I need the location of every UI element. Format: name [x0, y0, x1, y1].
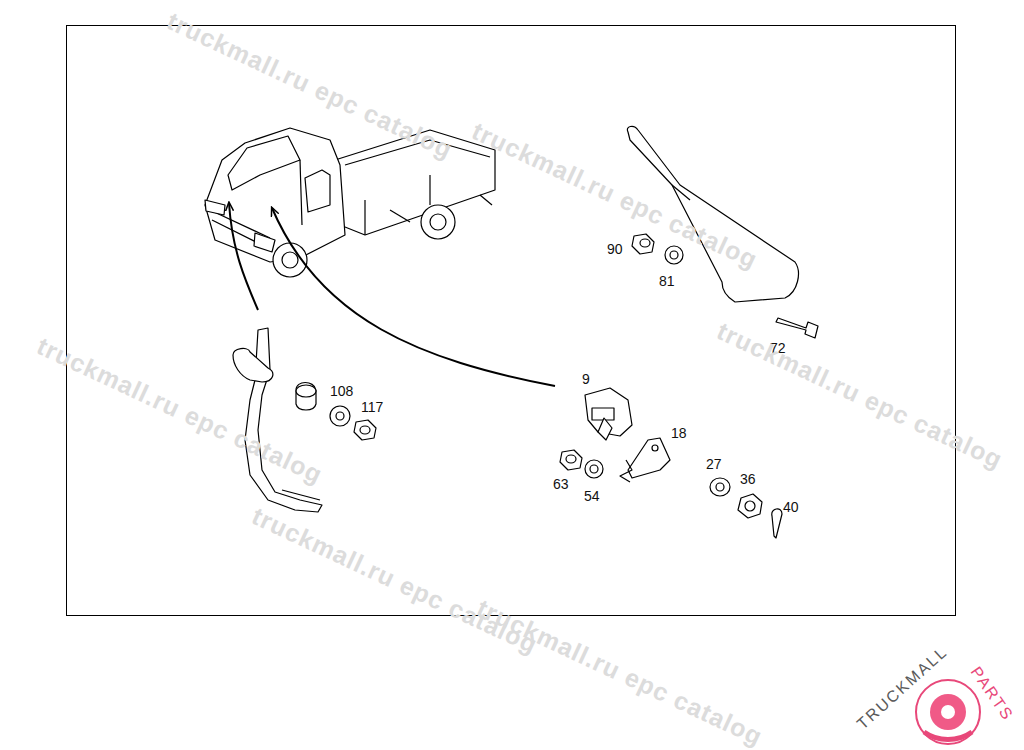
callout-number: 18 — [671, 426, 687, 440]
callout-number: 27 — [706, 457, 722, 471]
callout-number: 90 — [607, 242, 623, 256]
callout-number: 63 — [553, 477, 569, 491]
callout-number: 40 — [783, 500, 799, 514]
callout-number: 36 — [740, 472, 756, 486]
callout-number: 81 — [659, 274, 675, 288]
callout-number: 108 — [330, 384, 353, 398]
watermark: truckmall.ru epc catalog — [249, 503, 542, 657]
callout-number: 9 — [582, 372, 590, 386]
watermark: truckmall.ru epc catalog — [474, 595, 767, 749]
callout-number: 117 — [361, 400, 383, 414]
watermark: truckmall.ru epc catalog — [714, 318, 1007, 472]
watermark: truckmall.ru epc catalog — [34, 333, 327, 487]
callout-number: 54 — [584, 489, 600, 503]
